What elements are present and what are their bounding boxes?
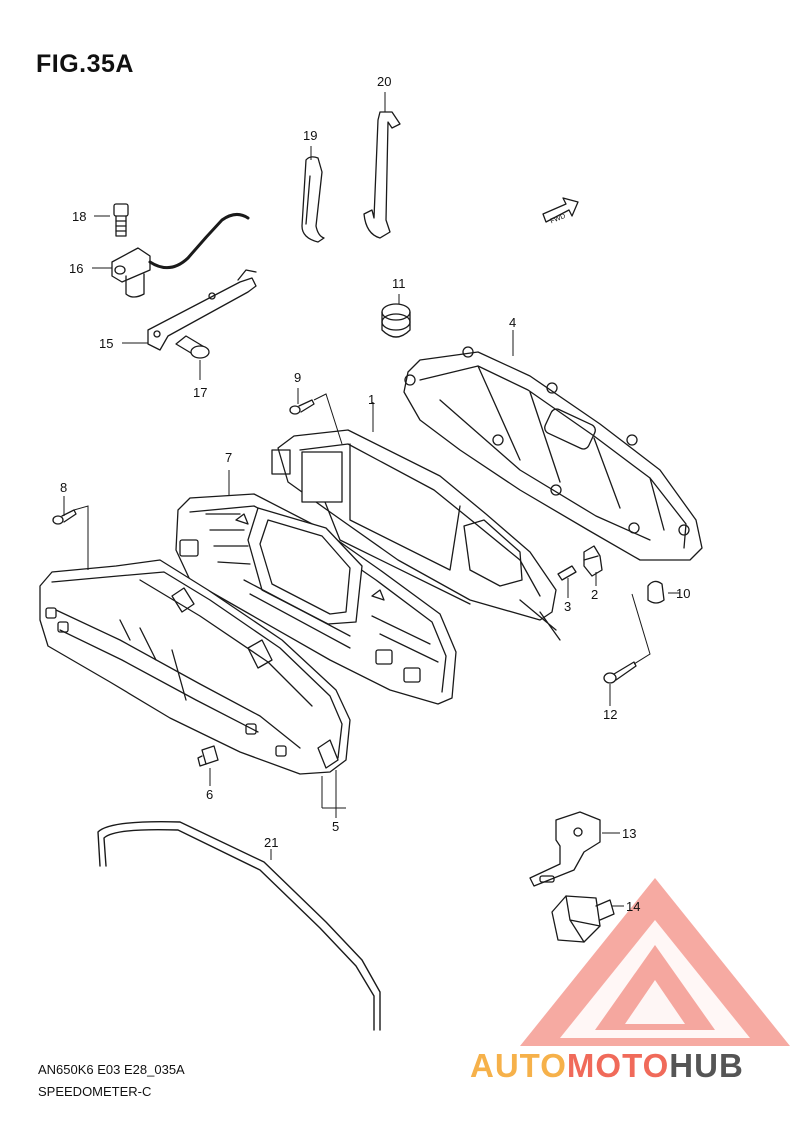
bracket-13-icon — [529, 811, 601, 887]
front-cover-5-icon — [39, 559, 351, 775]
callout-11: 11 — [392, 276, 406, 291]
callout-3: 3 — [564, 599, 571, 614]
callout-7: 7 — [225, 450, 232, 465]
callout-8: 8 — [60, 480, 67, 495]
callout-4: 4 — [509, 315, 516, 330]
wire-frame-21-icon — [97, 821, 381, 1031]
callout-15: 15 — [99, 336, 113, 351]
callout-16: 16 — [69, 261, 83, 276]
speed-sensor-16-icon — [111, 213, 250, 298]
callout-12: 12 — [603, 707, 617, 722]
callout-17: 17 — [193, 385, 207, 400]
rod-20-icon — [363, 111, 401, 239]
bolt-17-icon — [175, 335, 210, 359]
fwd-arrow-icon — [542, 197, 579, 223]
callout-21: 21 — [264, 835, 278, 850]
screw-8-icon — [52, 509, 77, 525]
callout-18: 18 — [72, 209, 86, 224]
callout-13: 13 — [622, 826, 636, 841]
callout-20: 20 — [377, 74, 391, 89]
screw-12-icon — [603, 661, 637, 684]
meter-body-1-icon — [271, 429, 561, 641]
pin-3-icon — [557, 565, 577, 581]
bezel-7-icon — [175, 493, 457, 705]
callout-5: 5 — [332, 819, 339, 834]
bulb-6-icon — [197, 745, 219, 767]
callout-9: 9 — [294, 370, 301, 385]
watermark-logo-icon — [520, 878, 790, 1046]
grommet-11-icon — [381, 303, 411, 338]
watermark-brand: AUTOMOTOHUB — [470, 1047, 744, 1085]
screw-9-icon — [289, 399, 315, 415]
callout-14: 14 — [626, 899, 640, 914]
leader-lines — [63, 92, 680, 907]
callout-10: 10 — [676, 586, 690, 601]
callout-6: 6 — [206, 787, 213, 802]
bracket-19-icon — [301, 156, 325, 243]
cap-10-icon — [647, 580, 665, 604]
rear-case-4-icon — [403, 346, 703, 561]
bolt-18-icon — [113, 203, 129, 237]
connector-14-icon — [551, 895, 615, 943]
figure-title: FIG.35A — [36, 50, 134, 78]
callout-19: 19 — [303, 128, 317, 143]
socket-2-icon — [583, 545, 603, 577]
callout-2: 2 — [591, 587, 598, 602]
watermark-moto: MOTO — [566, 1047, 670, 1084]
watermark-auto: AUTO — [470, 1047, 567, 1084]
figure-name: SPEEDOMETER-C — [38, 1084, 152, 1099]
watermark-hub: HUB — [669, 1047, 744, 1084]
callout-1: 1 — [368, 392, 375, 407]
model-code: AN650K6 E03 E28_035A — [38, 1062, 185, 1077]
bracket-15-icon — [147, 269, 257, 351]
